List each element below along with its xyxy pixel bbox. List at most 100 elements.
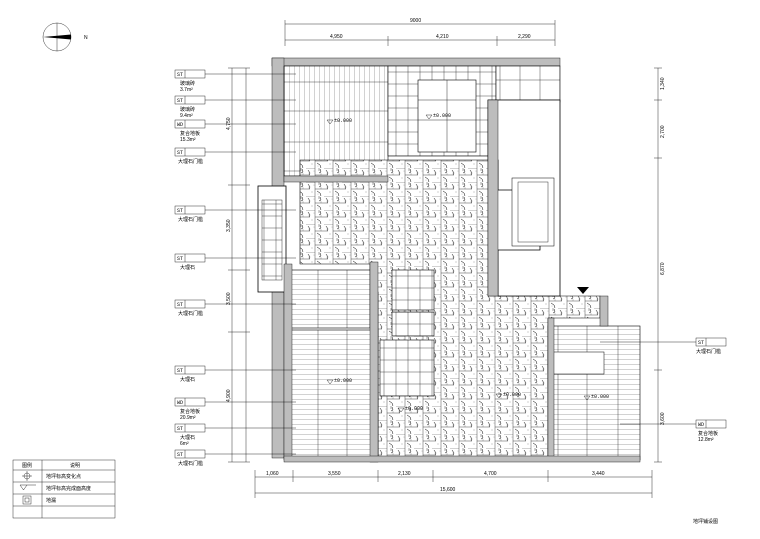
room-closet	[289, 269, 371, 329]
dim-top-a: 4,950	[330, 34, 343, 40]
dim-top-c: 2,290	[518, 34, 531, 40]
legend-header-desc: 说明	[70, 462, 80, 469]
legend-row-text: 地坪标高完成面高度	[46, 485, 91, 492]
svg-text:复合地板: 复合地板	[698, 430, 718, 437]
svg-text:大理石门槛: 大理石门槛	[178, 216, 203, 223]
room-bath-3	[379, 339, 435, 397]
svg-text:WD: WD	[177, 400, 183, 406]
dim-right-3: 3,600	[660, 412, 666, 425]
level-mark-icon: ±0.000	[425, 113, 451, 120]
level-mark-icon: ±0.000	[326, 378, 352, 385]
svg-text:ST: ST	[177, 150, 183, 156]
north-arrow-icon: N	[42, 22, 88, 52]
section-marker-icon	[577, 287, 589, 294]
room-bedroom-3	[547, 325, 641, 461]
drawing-title: 地坪铺设图	[693, 518, 718, 525]
svg-text:±0.000: ±0.000	[591, 394, 609, 400]
dim-bottom-a: 1,060	[266, 471, 279, 477]
svg-text:3.7m²: 3.7m²	[180, 87, 193, 93]
svg-text:ST: ST	[177, 98, 183, 104]
room-bedroom-1	[283, 65, 389, 177]
room-bath-1	[391, 269, 435, 311]
svg-text:ST: ST	[177, 72, 183, 78]
right-dimensions: 1,340 2,700 6,870 3,600	[654, 67, 666, 463]
svg-text:ST: ST	[177, 452, 183, 458]
svg-text:ST: ST	[177, 426, 183, 432]
svg-text:±0.000: ±0.000	[334, 118, 352, 124]
svg-text:9.4m²: 9.4m²	[180, 113, 193, 119]
svg-text:大理石: 大理石	[180, 434, 195, 441]
bottom-dimensions: 1,060 3,550 2,130 4,700 3,440 15,600	[254, 470, 653, 498]
legend-table: 图例 说明 地坪标高变化点 地坪标高完成面高度 地漏	[12, 459, 116, 519]
svg-text:12.8m²: 12.8m²	[698, 437, 714, 443]
dim-top-total: 9000	[410, 18, 421, 24]
dim-right-2: 6,870	[660, 262, 666, 275]
svg-text:大理石门槛: 大理石门槛	[178, 460, 203, 467]
callout-item: ST 大理石	[174, 365, 296, 383]
svg-text:±0.000: ±0.000	[405, 406, 423, 412]
dim-bottom-b: 3,550	[328, 471, 341, 477]
dim-left-2: 3,500	[226, 292, 232, 305]
dim-right-0: 1,340	[660, 77, 666, 90]
callout-item: ST 大理石门槛	[600, 337, 727, 355]
legend-header-symbol: 图例	[22, 462, 32, 469]
crosshair-icon	[22, 471, 32, 481]
north-label: N	[84, 35, 88, 41]
dim-bottom-d: 4,700	[484, 471, 497, 477]
callout-item: ST 大理石门槛	[174, 147, 296, 165]
legend-row-text: 地坪标高变化点	[46, 473, 81, 480]
floor-drain-icon	[22, 495, 32, 505]
svg-text:ST: ST	[177, 256, 183, 262]
floor-plan	[257, 57, 641, 463]
svg-text:±0.000: ±0.000	[503, 392, 521, 398]
wardrobe	[547, 351, 605, 375]
svg-text:±0.000: ±0.000	[334, 378, 352, 384]
dim-right-1: 2,700	[660, 125, 666, 138]
svg-text:大理石: 大理石	[180, 264, 195, 271]
callout-item: ST 大理石门槛	[174, 205, 296, 223]
room-balcony	[495, 65, 561, 103]
level-marks: ±0.000 ±0.000 ±0.000 ±0.000 ±0.000 ±0.00…	[326, 113, 609, 413]
svg-text:大理石门槛: 大理石门槛	[696, 348, 721, 355]
level-mark-icon: ±0.000	[397, 406, 423, 413]
callout-item: ST 大理石门槛	[174, 299, 296, 317]
callout-item: ST 大理石	[174, 253, 296, 271]
svg-text:ST: ST	[177, 208, 183, 214]
dim-left-3: 4,900	[226, 389, 232, 402]
svg-text:WD: WD	[698, 422, 704, 428]
svg-text:玻璃砖: 玻璃砖	[180, 106, 195, 113]
north-wall	[271, 57, 561, 67]
room-bedroom-2	[289, 329, 379, 461]
svg-text:ST: ST	[177, 368, 183, 374]
top-dimensions: 9000 4,950 4,210 2,290	[284, 18, 556, 46]
svg-text:复合地板: 复合地板	[180, 130, 200, 137]
svg-text:20.9m²: 20.9m²	[180, 415, 196, 421]
level-mark-icon: ±0.000	[495, 392, 521, 399]
dim-top-b: 4,210	[436, 34, 449, 40]
svg-text:15.3m²: 15.3m²	[180, 137, 196, 143]
svg-text:大理石门槛: 大理石门槛	[178, 310, 203, 317]
dim-bottom-c: 2,130	[398, 471, 411, 477]
dim-bottom-total: 15,600	[440, 487, 456, 493]
svg-text:玻璃砖: 玻璃砖	[180, 80, 195, 87]
legend-row-text: 地漏	[46, 497, 56, 504]
level-mark-icon: ±0.000	[326, 118, 352, 125]
svg-text:大理石: 大理石	[180, 376, 195, 383]
callout-item: ST 大理石门槛	[174, 449, 296, 467]
svg-text:±0.000: ±0.000	[433, 113, 451, 119]
dim-left-0: 4,750	[226, 117, 232, 130]
level-mark-icon: ±0.000	[583, 394, 609, 401]
svg-text:ST: ST	[698, 340, 704, 346]
svg-text:复合地板: 复合地板	[180, 408, 200, 415]
dim-left-1: 3,350	[226, 219, 232, 232]
svg-text:6m²: 6m²	[180, 441, 189, 447]
svg-text:ST: ST	[177, 302, 183, 308]
